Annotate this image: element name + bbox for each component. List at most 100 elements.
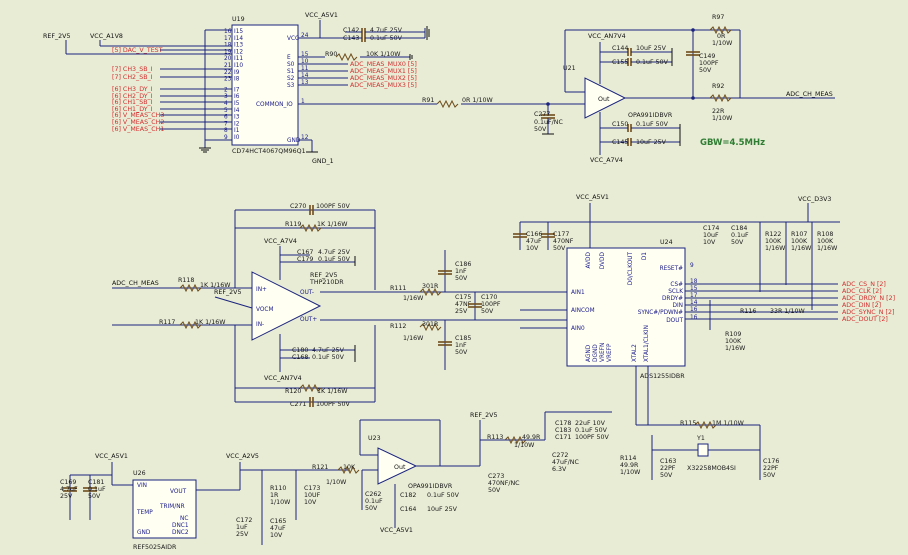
u24-pinnum: 9 — [690, 263, 694, 269]
c177-v: 50V — [553, 245, 566, 252]
u23-part: OPA991IDBVR — [408, 483, 453, 490]
u19-pin-i10: I10 — [234, 63, 243, 69]
spi-net-label: ADC_SYNC_N [2] — [842, 309, 894, 316]
c170-val: 100PF — [481, 301, 501, 308]
u19-left-pins: I1516I1417I1318I1219I1120I1021I922I823I7… — [224, 29, 243, 141]
u19-pinnum-i3: 6 — [224, 115, 228, 121]
u19-pinnum-i1: 8 — [224, 128, 228, 134]
u19-pin-vcc: VCC — [287, 36, 299, 42]
u25-in-net: ADC_CH_MEAS — [112, 280, 159, 287]
c155-val: 0.1uF 50V — [636, 59, 669, 66]
c184-ref: C184 — [731, 225, 747, 232]
r97-p: 1/10W — [712, 40, 733, 47]
c173-ref: C173 — [304, 485, 320, 492]
u19-pin-i4: I4 — [234, 108, 240, 114]
u24-pin-vrefn: VREFN — [600, 343, 606, 362]
c176-ref: C176 — [763, 458, 779, 465]
c183-val: 0.1uF 50V — [575, 427, 608, 434]
u26-pin-nc: NC — [180, 516, 188, 522]
spi-net-label: ADC_DOUT [2] — [842, 316, 888, 323]
r116-ref: R116 — [740, 308, 756, 315]
u19-input-net: [6] CH2_DY_I — [112, 93, 153, 100]
u19-pinnum-i15: 16 — [224, 29, 232, 35]
c170-ref: C170 — [481, 294, 497, 301]
u19-pin-i3: I3 — [234, 115, 240, 121]
u19-pin-i12: I12 — [234, 49, 243, 55]
ref-2v5-net-label: REF_2V5 — [43, 33, 70, 40]
c174-ref: C174 — [703, 225, 719, 232]
r91-val: 0R 1/10W — [462, 97, 494, 104]
u25-vcc-bot: VCC_AN7V4 — [264, 375, 302, 382]
u24-pin-ain1: AIN1 — [571, 290, 585, 296]
c177-ref: C177 — [553, 231, 569, 238]
u24-pin-agnd: AGND — [586, 344, 592, 362]
u24-pin-cs: CS# — [670, 282, 683, 288]
r108-p: 1/16W — [817, 245, 838, 252]
r110-p: 1/10W — [270, 499, 291, 506]
c186-val: 1nF — [455, 268, 467, 275]
r90-ref: R90 — [325, 51, 337, 58]
u19-pin-i15: I15 — [234, 29, 243, 35]
u23-ref-net: REF_2V5 — [470, 412, 497, 419]
c150-val: 0.1uF 50V — [636, 121, 669, 128]
u19-pin-s2: S2 — [287, 76, 295, 82]
u19-pinnum-i4: 5 — [224, 108, 228, 114]
u19-pin-i2: I2 — [234, 121, 240, 127]
r115-val: 1M 1/10W — [712, 420, 745, 427]
u25-ref-net: REF_2V5 — [214, 289, 241, 296]
c172-ref: C172 — [236, 517, 252, 524]
u19-pinnum-common-io: 1 — [301, 99, 305, 105]
u24-pin-vrefp: VREFP — [607, 343, 613, 362]
c271-ref: C271 — [290, 401, 306, 408]
r97-val: 0R — [717, 33, 726, 40]
u19-pinnum-s2: 14 — [301, 73, 309, 79]
r114-ref: R114 — [620, 455, 636, 462]
u24-pin-drdy: DRDY# — [662, 296, 683, 302]
u24-pin-avdd: AVDD — [586, 251, 592, 268]
u25-pin-inn: IN- — [256, 322, 264, 328]
u24-pin-xtal1clkin: XTAL1/CLKIN — [644, 325, 650, 362]
u26-ref: U26 — [133, 470, 146, 477]
u25-ref: REF_2V5 — [310, 272, 337, 279]
u19-pinnum-s3: 13 — [301, 80, 309, 86]
c182-val: 0.1uF 50V — [427, 492, 460, 499]
u19-pin-i6: I6 — [234, 94, 240, 100]
u19-pin-i8: I8 — [234, 77, 240, 83]
c164-ref: C164 — [400, 506, 416, 513]
r117-ref: R117 — [159, 319, 175, 326]
u19-pin-i1: I1 — [234, 128, 240, 134]
u19-body — [231, 24, 299, 146]
u24-pin-ain0: AIN0 — [571, 326, 585, 332]
r113-ref: R113 — [487, 434, 503, 441]
vcc-a1v8-net-label: VCC_A1V8 — [90, 33, 123, 40]
c262-val: 0.1uF — [365, 498, 383, 505]
r121-val: 10K — [343, 464, 356, 471]
u19-input-net: [7] CH3_SB_I — [112, 66, 153, 73]
c262-v: 50V — [365, 505, 378, 512]
u26-pin-temp: TEMP — [136, 510, 153, 516]
u19-part: CD74HCT4067QM96Q1 — [232, 148, 306, 155]
r113-p: 1/10W — [514, 442, 535, 449]
c182-ref: C182 — [400, 492, 416, 499]
spi-net-label: ADC_DRDY_N [2] — [842, 295, 895, 302]
u25-vcc-top: VCC_A7V4 — [264, 238, 297, 245]
c184-val: 0.1uF — [731, 232, 749, 239]
u21-vcc-top: VCC_AN7V4 — [588, 33, 626, 40]
c166-ref: C166 — [526, 231, 542, 238]
u19-mux: U19 CD74HCT4067QM96Q1 I1516I1417I1318I12… — [43, 12, 563, 165]
c273-v: 50V — [488, 487, 501, 494]
r108-val: 100K — [817, 238, 834, 245]
c176-val: 22PF — [763, 465, 779, 472]
c169-ref: C169 — [60, 479, 76, 486]
u26-pin-dnc2: DNC2 — [172, 530, 189, 536]
c181-ref: C181 — [88, 479, 104, 486]
r122-val: 100K — [765, 238, 782, 245]
u25-pin-inp: IN+ — [256, 287, 267, 293]
u19-pin-i11: I11 — [234, 56, 243, 62]
u24-pin-reset: RESET# — [660, 266, 684, 272]
u24-body — [566, 247, 686, 367]
